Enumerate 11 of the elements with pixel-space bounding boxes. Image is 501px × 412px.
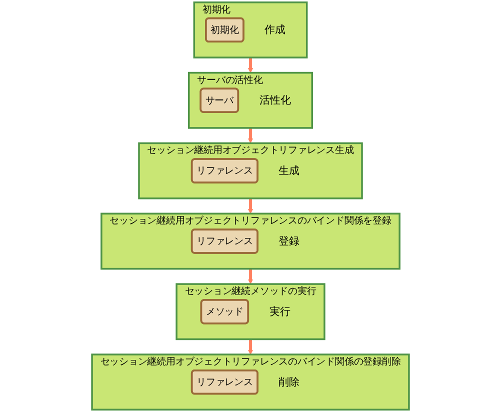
arrow: [248, 198, 254, 214]
node-label: 生成: [278, 164, 300, 177]
arrow: [248, 339, 254, 355]
arrow: [248, 57, 254, 73]
node-label: 実行: [269, 305, 290, 318]
arrow: [248, 128, 254, 144]
node-label: 作成: [264, 24, 286, 36]
node-label: 削除: [278, 376, 300, 388]
arrow: [248, 268, 254, 284]
node-label: 登録: [278, 235, 300, 248]
node-label: 活性化: [259, 94, 291, 107]
